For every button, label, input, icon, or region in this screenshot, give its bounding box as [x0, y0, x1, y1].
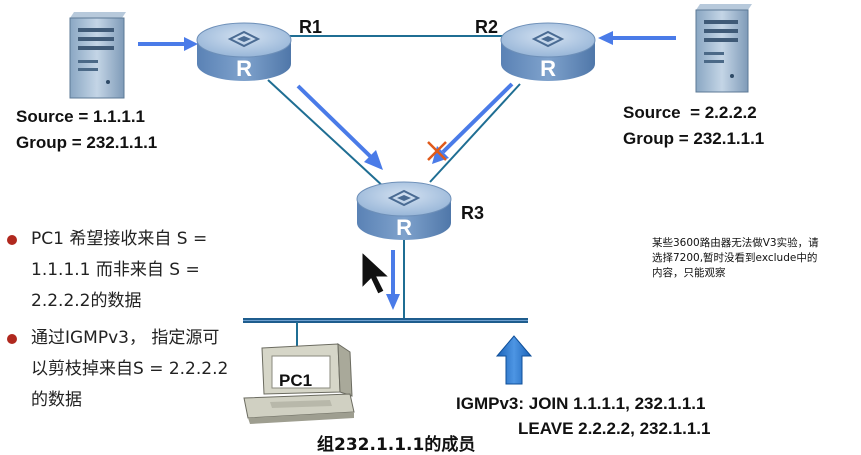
side-note: 某些3600路由器无法做V3实验，请 选择7200,暂时没看到exclude中的…	[652, 236, 861, 281]
arrow-source1-to-r1-head	[184, 37, 198, 51]
bullet-item: PC1 希望接收来自 S = 1.1.1.1 而非来自 S = 2.2.2.2的…	[5, 224, 295, 317]
arrow-r1-to-r3-head	[364, 150, 383, 170]
mouse-pointer-icon	[361, 250, 391, 295]
server-icon	[695, 4, 752, 93]
pc-label: PC1	[279, 371, 313, 390]
router-icon: R	[500, 22, 596, 81]
igmp-leave-label: LEAVE 2.2.2.2, 232.1.1.1	[518, 419, 711, 438]
router-glyph: R	[236, 56, 252, 81]
side-note-line: 某些3600路由器无法做V3实验，请	[652, 237, 819, 249]
router-icon: R	[196, 22, 292, 81]
bullet-item: 通过IGMPv3， 指定源可 以剪枝掉来自S = 2.2.2.2 的数据	[5, 323, 295, 416]
source-1-address: Source = 1.1.1.1	[16, 107, 145, 126]
arrow-r2-to-r3	[441, 82, 514, 154]
bullet-line: 以剪枝掉来自S = 2.2.2.2	[31, 359, 229, 379]
router-label-r3: R3	[461, 203, 485, 223]
desktop-computer-icon	[243, 343, 355, 424]
source-1-group: Group = 232.1.1.1	[16, 133, 158, 152]
link-r2-r3	[429, 83, 521, 183]
router-label-r2: R2	[475, 17, 499, 37]
side-note-line: 内容，只能观察	[652, 267, 726, 279]
router-icon: R	[356, 181, 452, 240]
source-2-address: Source = 2.2.2.2	[623, 103, 757, 122]
igmp-report-arrow	[495, 335, 533, 385]
side-note-line: 选择7200,暂时没看到exclude中的	[652, 252, 818, 264]
bullet-line: 2.2.2.2的数据	[31, 291, 142, 311]
bullet-line: 1.1.1.1 而非来自 S =	[31, 260, 200, 280]
network-links	[267, 35, 521, 321]
router-glyph: R	[540, 56, 556, 81]
bullet-list: PC1 希望接收来自 S = 1.1.1.1 而非来自 S = 2.2.2.2的…	[5, 224, 295, 422]
server-icon	[69, 12, 126, 99]
bullet-line: PC1 希望接收来自 S =	[31, 229, 208, 249]
igmp-join-label: IGMPv3: JOIN 1.1.1.1, 232.1.1.1	[456, 394, 706, 413]
source-2-group: Group = 232.1.1.1	[623, 129, 765, 148]
bullet-dot	[7, 334, 17, 344]
lan-segment	[243, 318, 528, 348]
arrow-r3-to-lan-head	[386, 294, 400, 310]
bullet-line: 通过IGMPv3， 指定源可	[31, 328, 220, 348]
router-label-r1: R1	[299, 17, 323, 37]
bullet-line: 的数据	[31, 390, 82, 410]
arrow-r1-to-r3	[296, 84, 374, 160]
router-glyph: R	[396, 215, 412, 240]
arrow-source2-to-r2-head	[598, 31, 613, 45]
link-r1-r3	[267, 79, 386, 189]
cross-icon	[427, 141, 447, 161]
group-member-label: 组232.1.1.1的成员	[317, 435, 476, 455]
bullet-dot	[7, 235, 17, 245]
